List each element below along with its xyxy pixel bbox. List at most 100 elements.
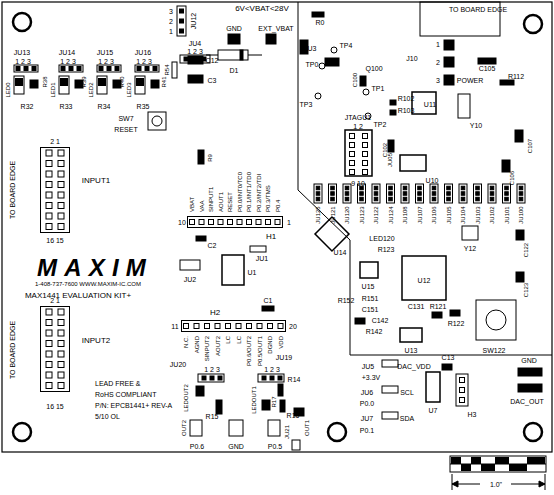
region-outline [298, 2, 552, 355]
pin-pad [69, 67, 73, 71]
jtag-header [345, 130, 372, 176]
silkscreen-label: P0.2/INT2/TDI [256, 174, 262, 212]
pin-pad [403, 197, 407, 201]
silkscreen-label: R102 [398, 95, 415, 102]
pin-pad [46, 213, 52, 219]
silkscreen-label: SINPUT2 [204, 336, 210, 361]
pin-pad [247, 324, 252, 329]
silkscreen-label: JU05 [387, 153, 393, 167]
pin-pad [218, 220, 223, 225]
silkscreen-label: AOUT2 [215, 336, 221, 356]
silkscreen-label: H3 [468, 411, 477, 418]
silkscreen-label: P0.4 [275, 200, 281, 212]
silkscreen-label: C100 [352, 73, 358, 87]
silkscreen-label: C107 [527, 139, 533, 153]
pin-pad [505, 186, 509, 190]
pin-pad [256, 220, 261, 225]
test-point [229, 420, 243, 436]
silkscreen-label: P0.6 [190, 443, 204, 450]
pin-pad [46, 192, 52, 198]
pin-pad [61, 67, 65, 71]
pin-pad [77, 67, 81, 71]
pin-pad [151, 80, 159, 88]
silkscreen-label: LED1 [50, 82, 56, 97]
silkscreen-label: U11 [424, 101, 436, 108]
silkscreen-label: 9 10 [351, 180, 365, 187]
pin-pad [363, 152, 368, 157]
silkscreen-label: 2 1 [50, 297, 60, 304]
pin-pad [202, 376, 206, 380]
silkscreen-label: U15 [362, 283, 375, 290]
jumper [258, 374, 284, 382]
silkscreen-label: Q100 [365, 65, 382, 72]
silkscreen-label: 3 [169, 8, 173, 15]
pin-pad [316, 192, 320, 196]
pin-pad [194, 324, 199, 329]
pin-pad [32, 67, 36, 71]
silkscreen-label: TO BOARD EDGE [9, 161, 16, 219]
pin-pad [137, 79, 144, 86]
silkscreen-label: TP0 [306, 61, 319, 68]
silkscreen-label: P0.0/INT0/TC0 [237, 172, 243, 212]
silkscreen-label: P0.3/TMS [265, 185, 271, 212]
pin-pad [184, 324, 189, 329]
silkscreen-label: R54 [164, 64, 170, 75]
crystal [462, 226, 478, 240]
pin-pad [350, 161, 355, 166]
silkscreen-label: AOUT1 [218, 192, 224, 212]
silkscreen-label: P0.5 [268, 443, 282, 450]
pin-pad [153, 67, 157, 71]
silkscreen-label: JU21 [284, 425, 290, 439]
silkscreen-label: TP3 [300, 101, 313, 108]
pin-pad [374, 197, 378, 201]
silkscreen-label: JU100 [518, 206, 524, 223]
header [456, 374, 468, 406]
silkscreen-label: R112 [508, 73, 524, 80]
silkscreen-label: 20 [289, 323, 297, 330]
connector-name: INPUT2 [82, 337, 110, 345]
pin-pad [389, 197, 393, 201]
pin-pad [519, 186, 523, 190]
pin-pad [363, 143, 368, 148]
jumper [382, 386, 398, 393]
silkscreen-label: R15 [206, 413, 219, 420]
pin-pad [476, 197, 480, 201]
pin-pad [58, 320, 64, 326]
test-point [268, 420, 280, 436]
silkscreen-label: 1-408-737-7600 WWW.MAXIM-IC.COM [35, 281, 141, 287]
connector-name: H2 [210, 309, 220, 317]
pin-pad [228, 220, 233, 225]
pin-pad [460, 398, 465, 403]
pin-pad [432, 186, 436, 190]
silkscreen-label: U12 [418, 277, 431, 284]
silkscreen-label: LED3 [126, 82, 132, 97]
ic [426, 372, 440, 402]
pin-pad [350, 143, 355, 148]
pin-pad [519, 197, 523, 201]
pin-pad [58, 362, 64, 368]
silkscreen-label: 1 2 3 [136, 58, 152, 65]
connector-name: INPUT1 [82, 177, 110, 185]
pin-pad [266, 220, 271, 225]
pin-pad [190, 220, 195, 225]
silkscreen-label: R122 [448, 320, 465, 327]
pin-pad [363, 170, 368, 175]
ic [402, 256, 446, 300]
resistor [172, 62, 177, 78]
silkscreen-label: MAXIM [37, 256, 153, 280]
pin-pad [490, 186, 494, 190]
pin-pad [278, 324, 283, 329]
silkscreen-label: C3 [208, 77, 217, 84]
silkscreen-label: JU125 [315, 206, 321, 223]
silkscreen-label: TO BOARD EDGE [9, 321, 16, 379]
silkscreen-label: LC [236, 336, 242, 344]
silkscreen-label: VBAT [189, 197, 195, 212]
pin-pad [58, 182, 64, 188]
pin-pad [432, 197, 436, 201]
silkscreen-label: LED120 [369, 235, 394, 242]
silkscreen-label: C13 [442, 354, 455, 361]
silkscreen-label: JU106 [431, 206, 437, 223]
silkscreen-label: JU123 [359, 206, 365, 223]
switch [148, 112, 166, 130]
